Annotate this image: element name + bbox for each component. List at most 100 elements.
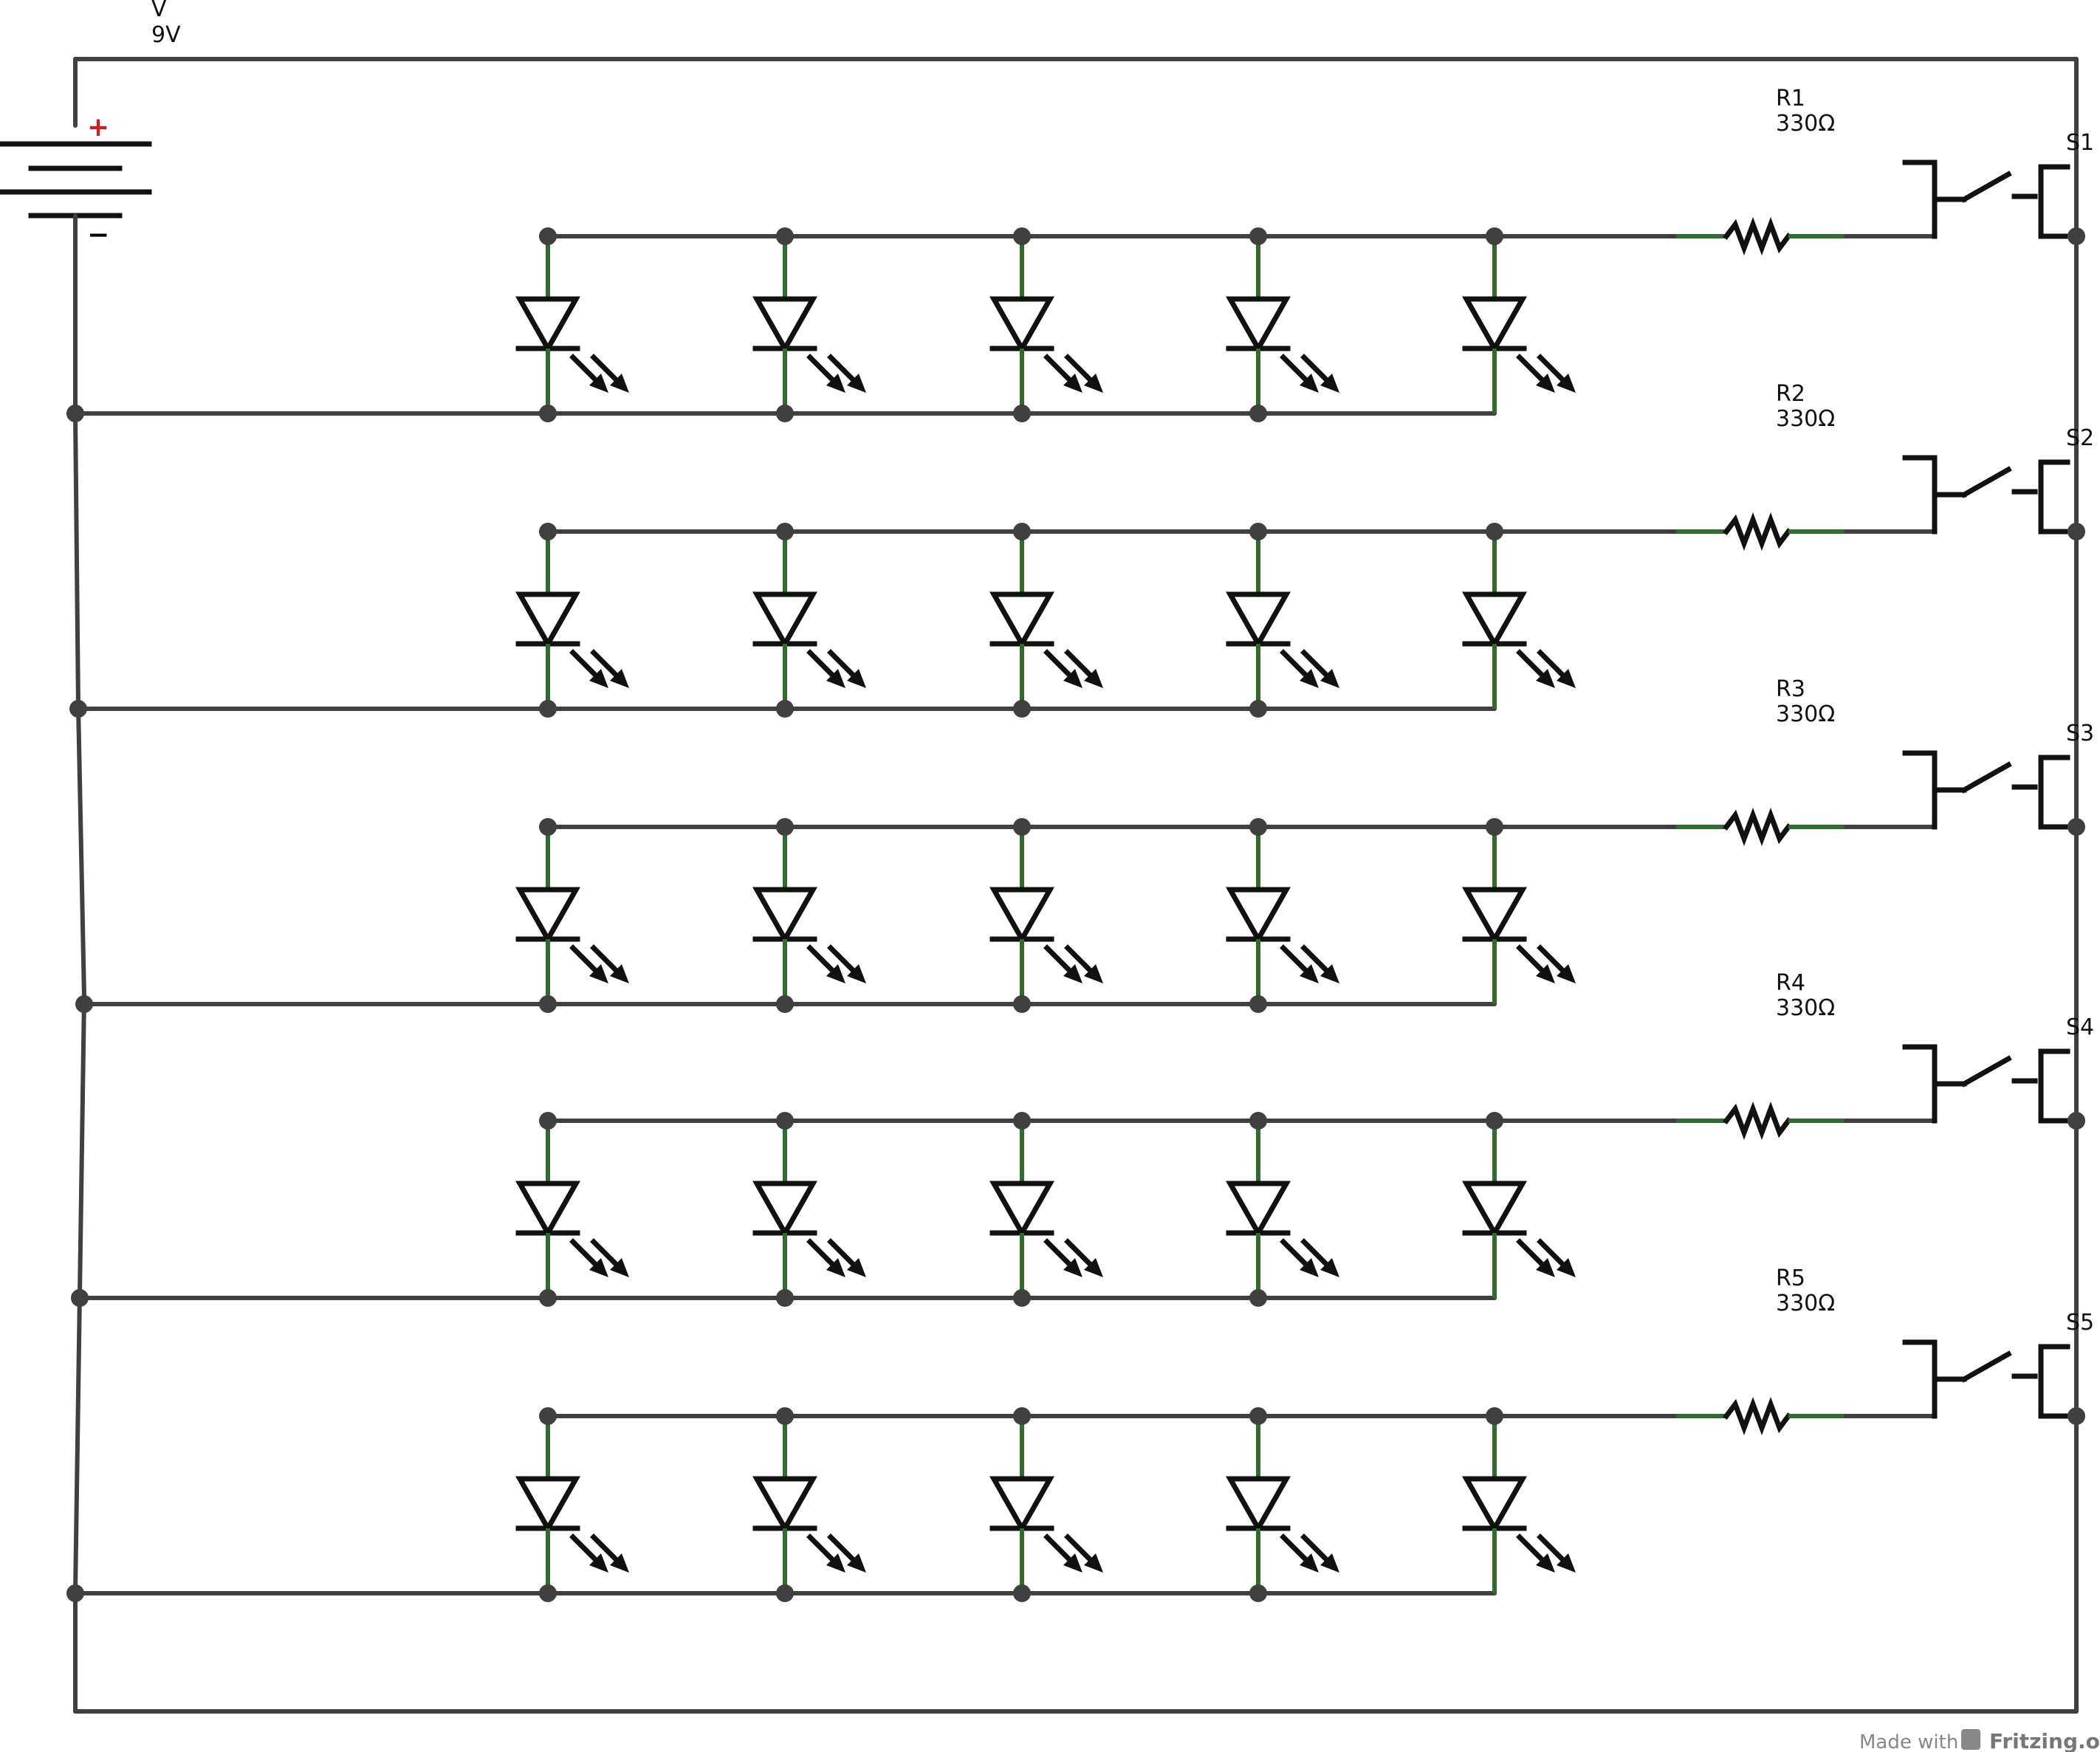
led-1-5 <box>1461 236 1576 413</box>
emission-arrow-head <box>1084 374 1103 393</box>
fritzing-brand-label: Fritzing.org <box>1989 1729 2100 1752</box>
emission-arrow-head <box>1536 964 1555 983</box>
junction-dot <box>1486 523 1503 540</box>
led-4-3 <box>989 1121 1103 1298</box>
led-1-3 <box>989 236 1103 413</box>
junction-dot <box>776 523 794 540</box>
led-4-1 <box>515 1121 629 1298</box>
emission-arrow-head <box>1063 374 1082 393</box>
led-1-2 <box>752 236 866 413</box>
led-2-1 <box>515 532 629 709</box>
junction-dot <box>776 1584 794 1602</box>
led-triangle <box>1225 296 1291 354</box>
led-triangle <box>989 887 1055 945</box>
junction-dot <box>1013 1112 1031 1130</box>
emission-arrow-head <box>1536 374 1555 393</box>
resistor-ref-label: R2 <box>1776 381 1805 407</box>
junction-dot <box>1249 1112 1267 1130</box>
light-emission-icon <box>569 1533 629 1573</box>
junction-dot <box>2068 227 2085 245</box>
led-triangle <box>989 296 1055 354</box>
light-emission-icon <box>1043 944 1103 983</box>
light-emission-icon <box>1043 1238 1103 1277</box>
junction-dot <box>776 1289 794 1307</box>
junction-dot <box>1013 700 1031 718</box>
emission-arrow-head <box>1557 1553 1576 1573</box>
led-triangle <box>1461 296 1528 354</box>
light-emission-icon <box>1043 649 1103 688</box>
junction-dot <box>69 700 87 718</box>
led-triangle <box>1461 1476 1528 1534</box>
pushbutton-switch-1 <box>1902 159 2076 239</box>
pushbutton-switch-3 <box>1902 750 2076 830</box>
led-triangle <box>515 887 581 945</box>
emission-arrow-head <box>610 1258 629 1277</box>
light-emission-icon <box>1280 1533 1339 1573</box>
light-emission-icon <box>806 649 866 688</box>
emission-arrow-head <box>826 1553 845 1573</box>
resistor-zigzag <box>1723 808 1792 846</box>
fritzing-credit: Made with Fritzing.org <box>1859 1729 2100 1752</box>
emission-arrow-head <box>1063 1553 1082 1573</box>
switch-blade <box>1960 466 2012 498</box>
emission-arrow-head <box>847 1553 866 1573</box>
emission-arrow-head <box>589 1553 608 1573</box>
junction-dot <box>2068 818 2085 836</box>
junction-dot <box>1249 227 1267 245</box>
switch-ref-label: S4 <box>2066 1014 2094 1040</box>
resistor-value-label: 330Ω <box>1776 1291 1835 1316</box>
emission-arrow-head <box>610 374 629 393</box>
junction-dot <box>539 405 557 422</box>
pushbutton-switch-5 <box>1902 1339 2076 1419</box>
battery-9v: V 9V + − <box>0 0 181 312</box>
junction-dot <box>776 1112 794 1130</box>
emission-arrow-head <box>1300 1258 1319 1277</box>
resistor-value-label: 330Ω <box>1776 111 1835 137</box>
battery-value-label: 9V <box>151 22 181 48</box>
switch-blade <box>1960 1350 2012 1383</box>
emission-arrow-head <box>1536 1553 1555 1573</box>
emission-arrow-head <box>1557 374 1576 393</box>
led-5-4 <box>1225 1416 1339 1593</box>
fritzing-logo-icon <box>1961 1729 1980 1750</box>
junction-dot <box>776 995 794 1013</box>
switch-ref-label: S3 <box>2066 721 2094 746</box>
junction-dot <box>66 1584 84 1602</box>
led-5-3 <box>989 1416 1103 1593</box>
junction-dot <box>1013 1584 1031 1602</box>
led-triangle <box>752 1476 818 1534</box>
junction-dot <box>776 405 794 422</box>
light-emission-icon <box>1516 944 1576 983</box>
emission-arrow-head <box>826 374 845 393</box>
resistor-zigzag <box>1723 217 1792 255</box>
led-1-4 <box>1225 236 1339 413</box>
junction-dot <box>1013 227 1031 245</box>
battery-plus-label: + <box>87 112 109 142</box>
junction-dot <box>1013 405 1031 422</box>
emission-arrow-head <box>1063 669 1082 688</box>
led-4-2 <box>752 1121 866 1298</box>
light-emission-icon <box>1043 1533 1103 1573</box>
junction-dot <box>2068 1112 2085 1130</box>
emission-arrow-head <box>589 374 608 393</box>
emission-arrow-head <box>847 964 866 983</box>
resistor-value-label: 330Ω <box>1776 701 1835 727</box>
junction-dot <box>1486 227 1503 245</box>
resistor-zigzag <box>1723 1397 1792 1435</box>
light-emission-icon <box>1516 354 1576 393</box>
emission-arrow-head <box>1557 964 1576 983</box>
emission-arrow-head <box>1557 1258 1576 1277</box>
junction-dot <box>1013 1289 1031 1307</box>
resistor-ref-label: R1 <box>1776 86 1805 111</box>
junction-dot <box>1013 523 1031 540</box>
led-triangle <box>1461 591 1528 650</box>
led-triangle <box>989 1476 1055 1534</box>
switch-right-bracket <box>2038 1048 2070 1124</box>
junction-dot <box>1249 995 1267 1013</box>
junction-dot <box>1249 1584 1267 1602</box>
junction-dot <box>1486 1407 1503 1425</box>
pushbutton-switch-2 <box>1902 455 2076 535</box>
led-4-5 <box>1461 1121 1576 1298</box>
